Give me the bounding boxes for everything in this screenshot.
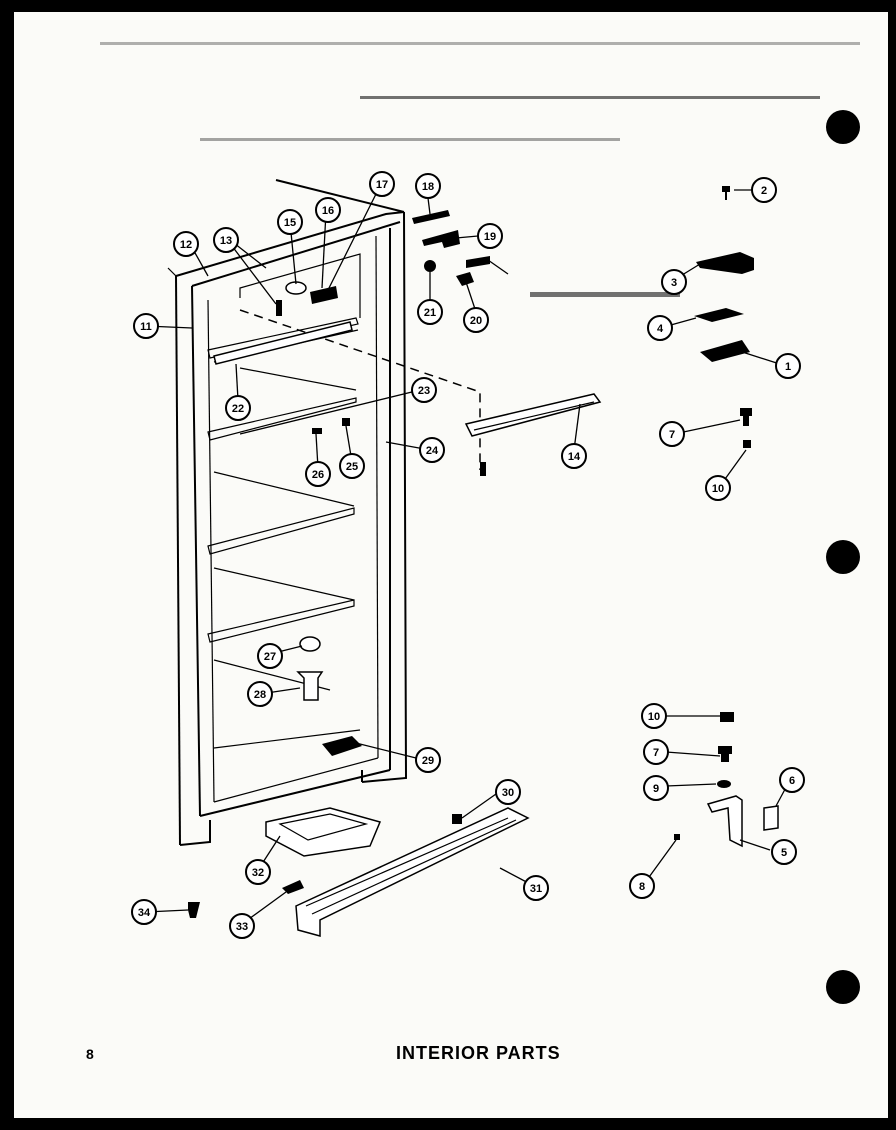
- callout-1: 1: [775, 353, 801, 379]
- callout-10-upper: 10: [705, 475, 731, 501]
- callout-label: 5: [781, 847, 787, 859]
- callout-label: 21: [424, 307, 436, 319]
- callout-14: 14: [561, 443, 587, 469]
- callout-21: 21: [417, 299, 443, 325]
- callout-label: 3: [671, 277, 677, 289]
- callout-30: 30: [495, 779, 521, 805]
- callout-26: 26: [305, 461, 331, 487]
- leader-lines: [145, 185, 791, 925]
- callout-label: 11: [140, 321, 152, 333]
- callout-5: 5: [771, 839, 797, 865]
- callout-label: 8: [639, 881, 645, 893]
- scan-smudge: [100, 42, 860, 45]
- callout-label: 10: [648, 711, 660, 723]
- callout-label: 6: [789, 775, 795, 787]
- callout-16: 16: [315, 197, 341, 223]
- callout-8: 8: [629, 873, 655, 899]
- cabinet-liner: [167, 179, 481, 846]
- callout-label: 13: [220, 235, 232, 247]
- callout-6: 6: [779, 767, 805, 793]
- callout-label: 34: [138, 907, 151, 919]
- callout-17: 17: [369, 171, 395, 197]
- callout-18: 18: [415, 173, 441, 199]
- callout-label: 29: [422, 755, 434, 767]
- paper-sheet: [14, 12, 888, 1118]
- callout-label: 16: [322, 205, 334, 217]
- callout-label: 31: [530, 883, 542, 895]
- callout-label: 19: [484, 231, 496, 243]
- callout-label: 22: [232, 403, 244, 415]
- callout-label: 7: [653, 747, 659, 759]
- page-number: 8: [86, 1046, 94, 1062]
- callout-9: 9: [643, 775, 669, 801]
- callout-label: 26: [312, 469, 324, 481]
- callout-label: 1: [785, 361, 791, 373]
- scan-smudge: [360, 96, 820, 99]
- callout-34: 34: [131, 899, 157, 925]
- callout-13: 13: [213, 227, 239, 253]
- callout-19: 19: [477, 223, 503, 249]
- callout-23: 23: [411, 377, 437, 403]
- callout-label: 18: [422, 181, 434, 193]
- callout-label: 4: [657, 323, 664, 335]
- callout-7-lower: 7: [643, 739, 669, 765]
- binder-hole-middle: [826, 540, 860, 574]
- part-shapes: [188, 186, 779, 937]
- page-title: INTERIOR PARTS: [396, 1043, 561, 1063]
- callout-3: 3: [661, 269, 687, 295]
- callout-27: 27: [257, 643, 283, 669]
- scan-smudge: [200, 138, 620, 141]
- callout-label: 32: [252, 867, 264, 879]
- callout-label: 12: [180, 239, 192, 251]
- callout-15: 15: [277, 209, 303, 235]
- callout-12: 12: [173, 231, 199, 257]
- callout-24: 24: [419, 437, 445, 463]
- callout-11: 11: [133, 313, 159, 339]
- callout-label: 33: [236, 921, 248, 933]
- callout-25: 25: [339, 453, 365, 479]
- callout-10-lower: 10: [641, 703, 667, 729]
- callout-33: 33: [229, 913, 255, 939]
- scan-smudge: [530, 292, 680, 297]
- callout-label: 7: [669, 429, 675, 441]
- callout-29: 29: [415, 747, 441, 773]
- binder-hole-bottom: [826, 970, 860, 1004]
- callout-22: 22: [225, 395, 251, 421]
- callout-label: 20: [470, 315, 482, 327]
- callout-label: 25: [346, 461, 358, 473]
- callout-label: 15: [284, 217, 296, 229]
- callout-label: 14: [568, 451, 581, 463]
- callout-4: 4: [647, 315, 673, 341]
- callout-label: 24: [426, 445, 439, 457]
- callout-label: 28: [254, 689, 266, 701]
- callout-label: 9: [653, 783, 659, 795]
- callout-7-upper: 7: [659, 421, 685, 447]
- callout-label: 23: [418, 385, 430, 397]
- callout-20: 20: [463, 307, 489, 333]
- callout-31: 31: [523, 875, 549, 901]
- callout-label: 10: [712, 483, 724, 495]
- callout-label: 2: [761, 185, 767, 197]
- callout-28: 28: [247, 681, 273, 707]
- callout-32: 32: [245, 859, 271, 885]
- callout-label: 30: [502, 787, 514, 799]
- binder-hole-top: [826, 110, 860, 144]
- callout-2: 2: [751, 177, 777, 203]
- callout-label: 17: [376, 179, 388, 191]
- callout-label: 27: [264, 651, 276, 663]
